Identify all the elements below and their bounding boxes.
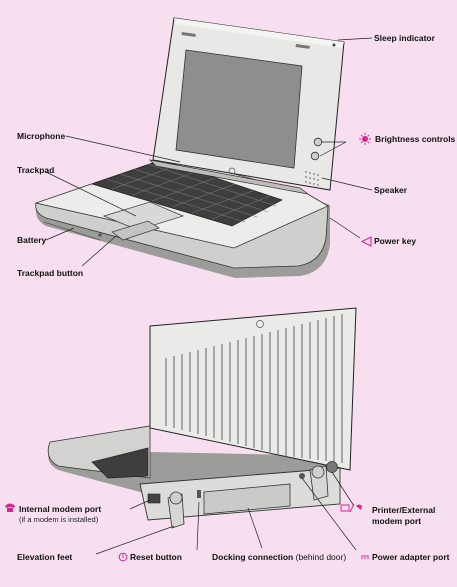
power-triangle-icon [360, 236, 372, 247]
microphone-label: Microphone [17, 131, 66, 141]
trackpad-button-label: Trackpad button [17, 268, 84, 278]
reset-button-label: Reset button [130, 552, 182, 562]
internal-modem-note: (if a modem is installed) [19, 515, 99, 524]
sun-icon [359, 133, 371, 145]
laptop-back-view [47, 307, 357, 529]
docking-connection-text: Docking connection [212, 552, 294, 562]
docking-connection-label: Docking connection (behind door) [212, 552, 346, 562]
lid-ribs [165, 314, 343, 463]
speaker-label: Speaker [374, 185, 408, 195]
docking-note: (behind door) [295, 552, 347, 562]
keyboard-key-grid [105, 163, 277, 223]
phone-icon [5, 503, 15, 512]
internal-modem-port-label: Internal modem port [19, 504, 102, 514]
power-adapter-icon [361, 555, 369, 559]
reset-icon [118, 552, 128, 562]
sleep-indicator-label: Sleep indicator [374, 33, 435, 43]
brightness-controls-label: Brightness controls [375, 134, 456, 144]
printer-phone-icon [340, 503, 362, 513]
power-key-label: Power key [374, 236, 417, 246]
laptop-front-view [34, 17, 345, 278]
battery-label: Battery [17, 235, 47, 245]
trackpad-label: Trackpad [17, 165, 55, 175]
speaker-grille [305, 171, 319, 186]
power-adapter-port-label: Power adapter port [372, 552, 450, 562]
elevation-feet-label: Elevation feet [17, 552, 73, 562]
printer-external-modem-port-label-2: modem port [372, 516, 422, 526]
callout-lines [45, 37, 373, 555]
printer-external-modem-port-label: Printer/External [372, 505, 436, 515]
